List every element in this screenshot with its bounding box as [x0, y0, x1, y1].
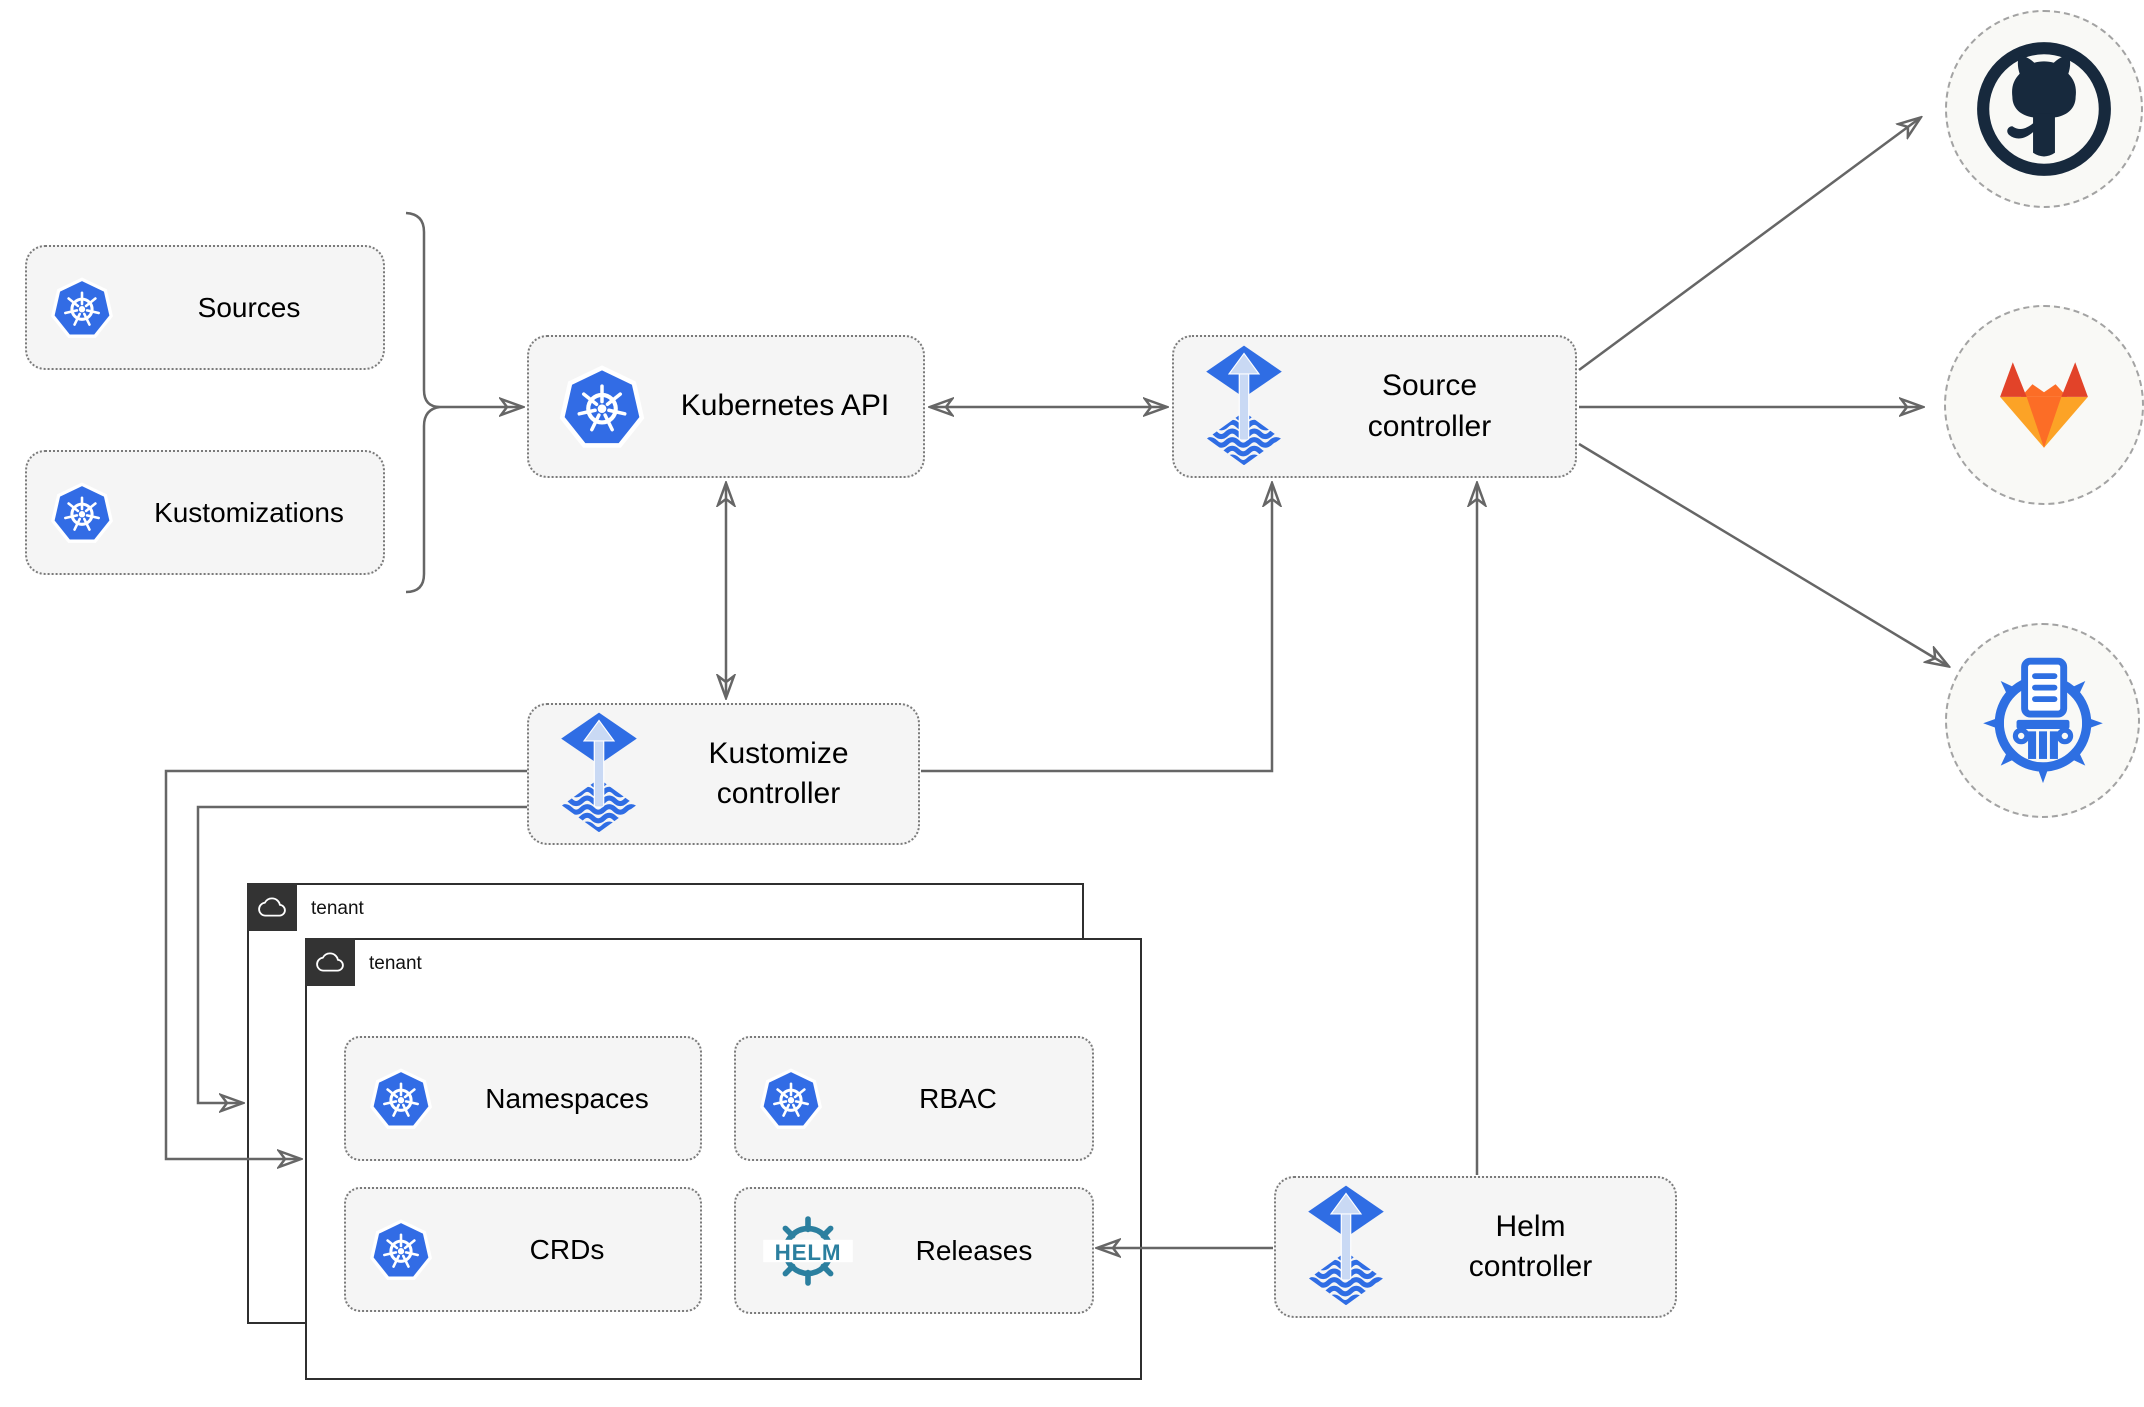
helm-controller-label: Helm controller	[1468, 1209, 1593, 1284]
kubernetes-icon	[368, 1217, 434, 1283]
arrow-kustomize-to-source-controller	[921, 484, 1272, 773]
node-helm-controller: Helm controller	[1274, 1176, 1677, 1318]
endpoint-gitlab	[1944, 305, 2144, 505]
kubernetes-icon	[368, 1066, 434, 1132]
tenant-front-label: tenant	[369, 953, 422, 974]
arrow-source-to-harbor	[1578, 442, 1948, 666]
kubernetes-icon	[758, 1066, 824, 1132]
releases-label: Releases	[915, 1234, 1033, 1266]
kustomize-controller-label: Kustomize controller	[708, 736, 849, 811]
node-source-controller: Source controller	[1172, 335, 1577, 478]
endpoint-harbor	[1945, 623, 2140, 818]
flux-icon	[1204, 344, 1284, 470]
helm-icon	[760, 1213, 856, 1289]
tenant-back-label: tenant	[311, 898, 364, 919]
tenant-front-header	[304, 937, 355, 986]
cloud-icon	[256, 893, 288, 921]
source-controller-label: Source controller	[1367, 369, 1492, 443]
arrow-source-to-github	[1578, 118, 1920, 372]
node-kustomizations: Kustomizations	[25, 450, 385, 575]
flux-icon	[1306, 1184, 1386, 1310]
kubernetes-icon	[557, 362, 647, 452]
cloud-icon	[314, 948, 346, 976]
tenant-back-header	[246, 882, 297, 931]
tenant-box-front: tenant Namespaces RBAC CRDs Releases	[304, 937, 1142, 1380]
node-kubernetes-api: Kubernetes API	[527, 335, 925, 478]
kustomizations-label: Kustomizations	[154, 496, 344, 528]
node-crds: CRDs	[344, 1187, 702, 1312]
github-icon	[1971, 36, 2117, 182]
flux-icon	[559, 711, 639, 837]
kubernetes-icon	[49, 275, 115, 341]
node-kustomize-controller: Kustomize controller	[527, 703, 920, 845]
bracket-sources-group	[405, 211, 441, 594]
harbor-icon	[1974, 652, 2112, 790]
namespaces-label: Namespaces	[485, 1082, 649, 1114]
node-namespaces: Namespaces	[344, 1036, 702, 1161]
node-rbac: RBAC	[734, 1036, 1094, 1161]
endpoint-github	[1945, 10, 2143, 208]
crds-label: CRDs	[529, 1233, 605, 1265]
gitlab-icon	[1986, 353, 2102, 457]
kubernetes-api-label: Kubernetes API	[680, 389, 890, 423]
node-releases: Releases	[734, 1187, 1094, 1314]
sources-label: Sources	[197, 291, 301, 323]
rbac-label: RBAC	[919, 1082, 997, 1114]
kubernetes-icon	[49, 480, 115, 546]
node-sources: Sources	[25, 245, 385, 370]
